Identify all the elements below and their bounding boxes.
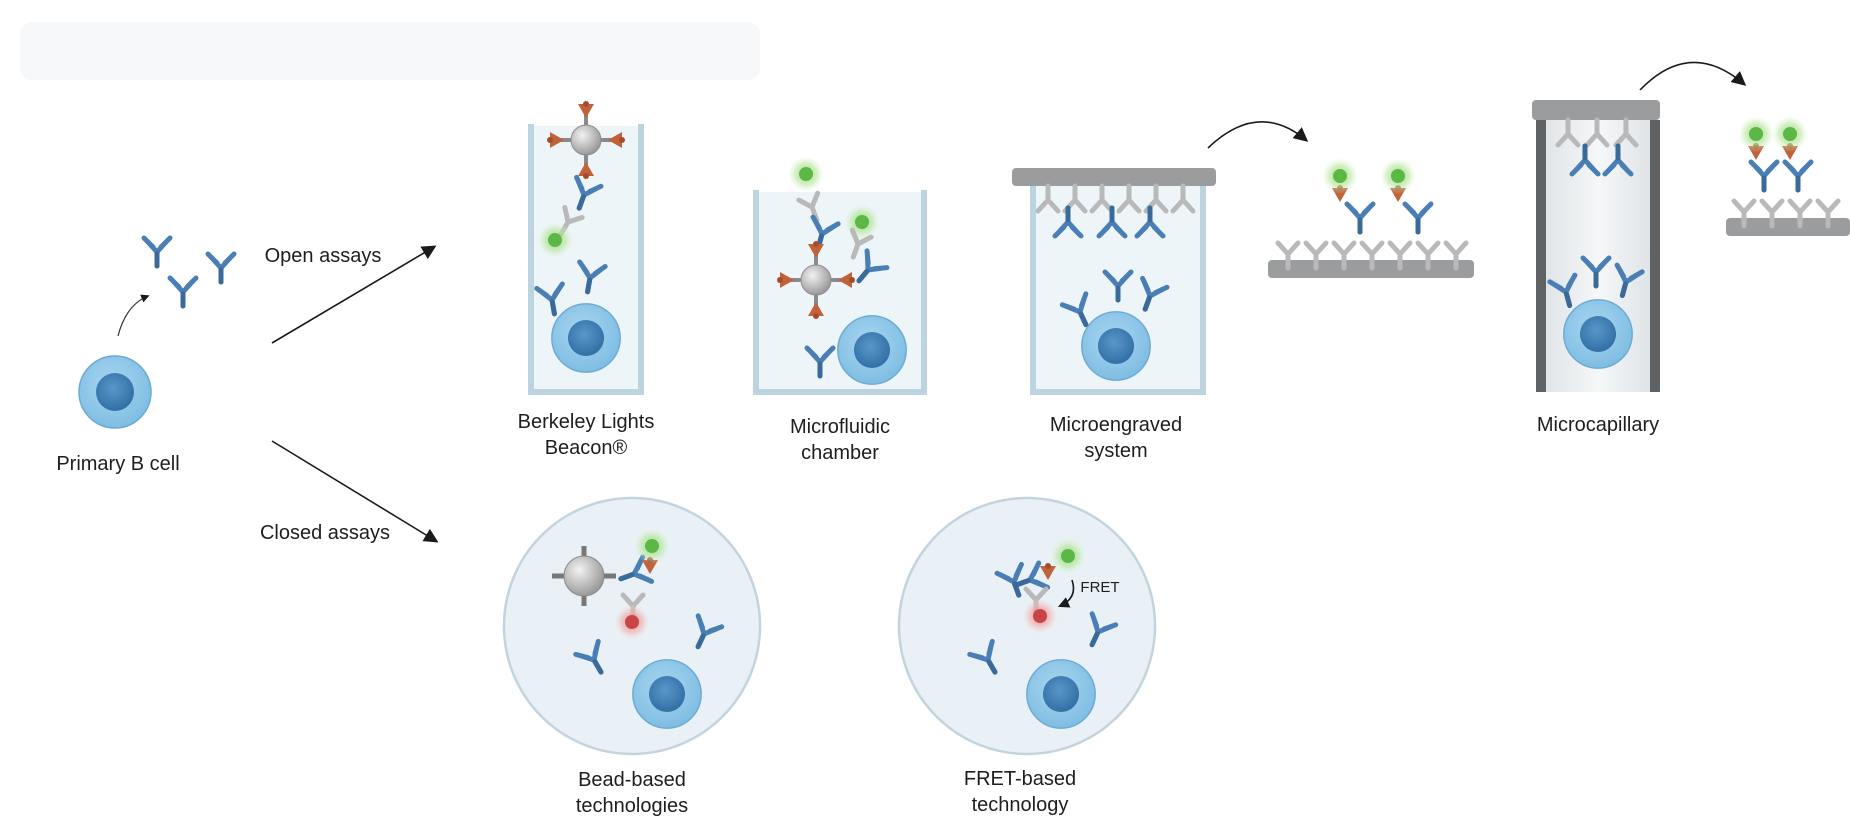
fret-transfer-arrow (1057, 579, 1075, 608)
microfluidic-label: Microfluidic chamber (789, 416, 891, 464)
primary-b-cell-label: Primary B cell (56, 453, 180, 475)
fret-droplet (897, 496, 1157, 756)
faint-header-banner (20, 22, 760, 80)
microcapillary-label: Microcapillary (1536, 414, 1660, 436)
beacon-well (528, 101, 644, 395)
engraved-slide (1012, 168, 1216, 186)
closed-assays-label: Closed assays (259, 522, 391, 544)
open-assays-arrow (271, 245, 437, 344)
microengraved-label: Microengraved system (1049, 414, 1183, 462)
microcapillary-tube (1532, 100, 1660, 392)
microfluidic-well (753, 156, 927, 395)
open-assays-label: Open assays (264, 245, 382, 267)
microengraved-well (1012, 168, 1216, 395)
secreted-antibodies (144, 238, 234, 306)
fret-based-label: FRET-based technology (963, 768, 1077, 816)
capillary-readout-slide (1726, 116, 1850, 236)
closed-assays-arrow (271, 440, 439, 543)
bead-droplet (502, 496, 762, 756)
engraved-readout-slide (1268, 158, 1474, 278)
fret-annotation: FRET (1080, 579, 1120, 596)
beacon-label: Berkeley Lights Beacon® (517, 411, 655, 459)
secretion-arrow (117, 294, 150, 337)
bead-based-label: Bead-based technologies (575, 769, 689, 817)
primary-b-cell (78, 355, 152, 429)
capillary-transfer-arrow (1639, 61, 1747, 91)
engraved-transfer-arrow (1207, 121, 1309, 149)
